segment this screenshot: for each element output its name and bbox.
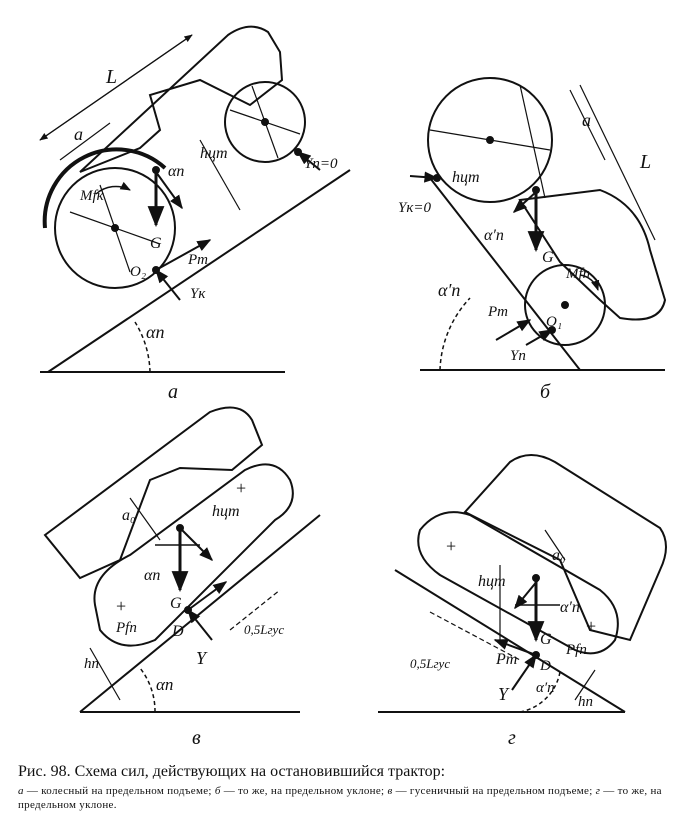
label-P-fp: Pfп	[565, 642, 587, 658]
label-alpha-p: αп	[144, 567, 160, 584]
track-outline	[93, 463, 294, 647]
slope-line	[394, 569, 626, 713]
label-G: G	[542, 249, 554, 266]
label-half-L: 0,5Lгус	[410, 656, 450, 671]
label-half-L: 0,5Lгус	[244, 622, 284, 637]
label-Y-p: Yп=0	[304, 156, 338, 172]
label-alpha-p-base: αп	[156, 675, 173, 694]
label-a0: a₀	[122, 507, 136, 524]
force-diagram-figure: L a Mfк αп hцт G O₂ Pт Yк αп Yп=0 а	[39, 25, 667, 749]
panel-v-tracked-uphill: + +	[43, 406, 321, 713]
label-O2: O₂	[130, 264, 146, 280]
label-Y: Y	[196, 648, 208, 668]
label-alpha-p: α′п	[560, 599, 580, 616]
caption-item-g: — то же, на предельном уклоне.	[18, 785, 662, 811]
label-P-t: Pт	[495, 651, 517, 668]
panel-g-tracked-downhill: + +	[378, 454, 667, 713]
label-alpha-p-base: α′п	[536, 680, 555, 696]
caption-item-a: — колесный на предельном подъеме;	[23, 785, 215, 797]
panel-a-wheeled-uphill	[39, 25, 351, 373]
label-h-p: hп	[84, 656, 99, 672]
tractor-cab	[463, 454, 667, 642]
label-alpha-p: αп	[146, 322, 164, 342]
label-G: G	[150, 235, 162, 252]
caption-key-a: а	[18, 785, 24, 797]
svg-text:+: +	[236, 478, 246, 498]
tractor-body	[518, 188, 667, 321]
label-P-t: Pт	[187, 252, 208, 268]
caption-description: а — колесный на предельном подъеме; б — …	[18, 784, 686, 812]
label-Y-p: Yп	[510, 348, 526, 364]
label-alpha-p-outer: α′п	[438, 280, 460, 300]
panel-b-wheeled-downhill	[409, 77, 667, 371]
figure-caption: Рис. 98. Схема сил, действующих на остан…	[18, 762, 686, 812]
label-D: D	[539, 658, 551, 674]
label-O1: O₁	[546, 314, 562, 330]
rear-wheel	[54, 167, 176, 289]
label-Mfp: Mfп	[565, 266, 590, 282]
panel-letter-b: б	[540, 381, 551, 403]
label-G: G	[170, 595, 182, 612]
tractor-cab	[43, 406, 264, 580]
label-h-cg: hцт	[478, 573, 506, 590]
caption-title: Рис. 98. Схема сил, действующих на остан…	[18, 763, 446, 780]
label-h-cg: hцт	[212, 503, 240, 520]
label-Mfk: Mfк	[79, 188, 105, 204]
label-a: a	[74, 124, 83, 144]
panel-letter-g: г	[508, 727, 516, 749]
label-Y: Y	[498, 684, 510, 704]
label-L: L	[105, 66, 117, 88]
panel-a-labels: L a Mfк αп hцт G O₂ Pт Yк αп Yп=0 а	[74, 66, 338, 403]
panel-letter-a: а	[168, 381, 178, 403]
svg-text:+: +	[116, 596, 126, 616]
caption-key-g: г	[595, 785, 601, 797]
label-Y-k: Yк=0	[398, 200, 431, 216]
label-alpha-p-top: αп	[168, 163, 184, 180]
front-wheel	[224, 81, 306, 163]
rear-fender	[42, 147, 167, 229]
svg-text:+: +	[446, 536, 456, 556]
caption-item-v: — гусеничный на предельном подъеме;	[392, 785, 596, 797]
label-a: a	[582, 110, 591, 130]
label-a0: a₀	[552, 547, 566, 564]
label-L: L	[639, 151, 651, 173]
panel-g-labels: hцт a₀ α′п Pfп G Pт D 0,5Lгус Y α′п hп г	[410, 547, 593, 749]
track-outline	[417, 511, 619, 655]
panel-letter-v: в	[192, 727, 201, 749]
panel-v-labels: a₀ hцт αп G Pfп D Y hп αп 0,5Lгус в	[84, 503, 284, 749]
label-D: D	[171, 623, 184, 640]
label-G: G	[540, 631, 552, 648]
front-wheel	[427, 77, 553, 203]
label-P-t: Pт	[487, 304, 508, 320]
panel-b-labels: a L hцт Yк=0 α′п α′п G Mfп Pт O₁ Yп б	[398, 110, 651, 403]
caption-key-v: в	[387, 785, 393, 797]
label-alpha-p-inner: α′п	[484, 227, 504, 244]
caption-key-b: б	[214, 785, 221, 797]
label-h-p: hп	[578, 694, 593, 710]
slope-line	[429, 177, 581, 371]
svg-text:+: +	[586, 616, 596, 636]
label-h-cg: hцт	[200, 145, 228, 162]
tractor-body	[79, 25, 284, 173]
label-h-cg: hцт	[452, 169, 480, 186]
label-Y-k: Yк	[190, 286, 206, 302]
label-P-fp: Pfп	[115, 620, 137, 636]
caption-item-b: — то же, на предельном уклоне;	[220, 785, 388, 797]
slope-line	[47, 169, 351, 373]
